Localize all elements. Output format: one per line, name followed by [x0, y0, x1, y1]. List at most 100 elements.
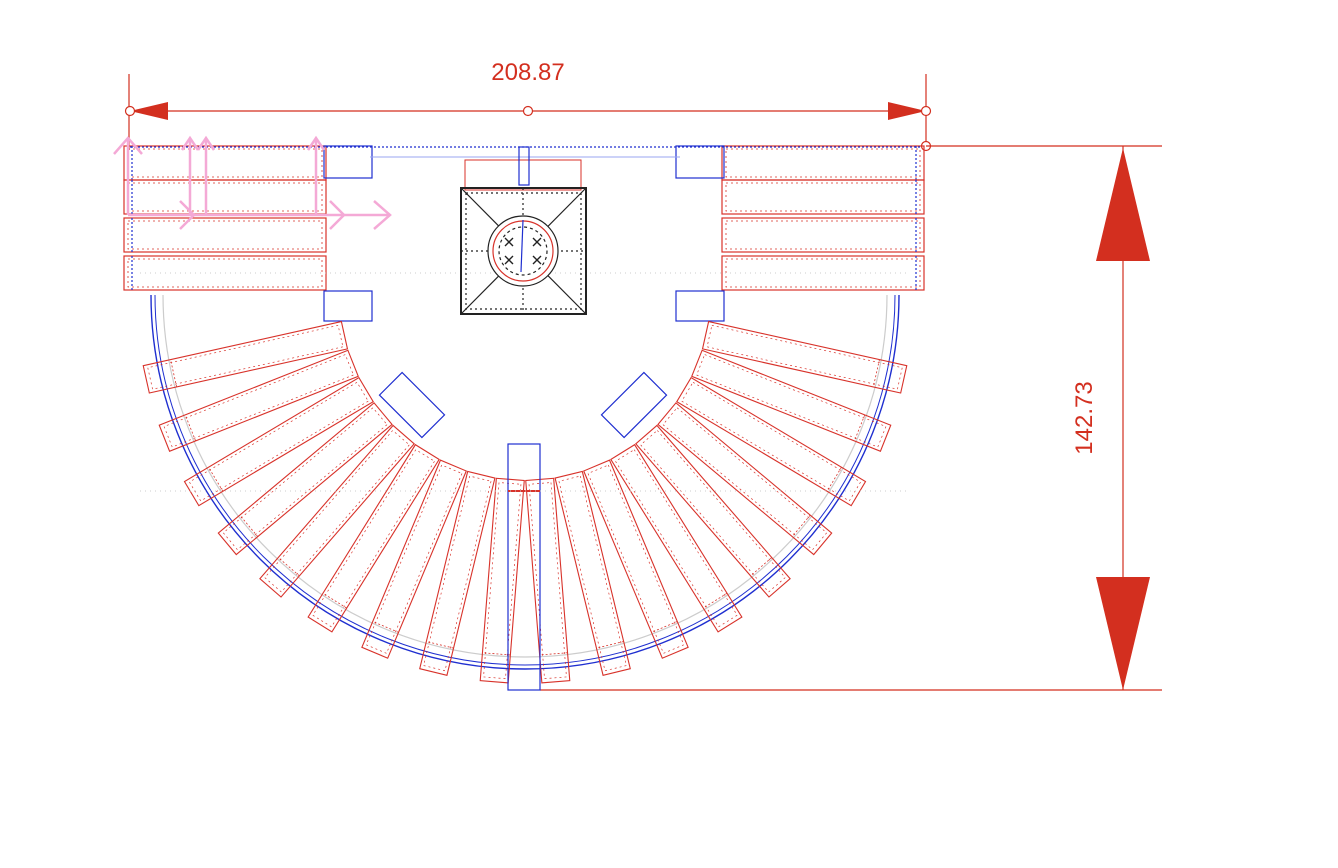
outer-arc-line-1	[154, 294, 896, 666]
winder-outline	[142, 320, 349, 394]
winder-tread	[554, 470, 631, 676]
winder-nosing	[662, 407, 828, 551]
width-arrow-left	[130, 102, 168, 120]
winder-outline	[610, 443, 743, 633]
winder-nosing	[558, 475, 627, 672]
right-straight-tread	[721, 217, 925, 253]
center-column	[460, 187, 587, 315]
landing-block	[675, 145, 725, 179]
winder-outline	[361, 459, 468, 659]
tread-outline	[721, 255, 925, 291]
winder-tread	[158, 349, 359, 452]
gizmo-x-mark-1	[179, 200, 196, 230]
tread-outline	[721, 179, 925, 215]
diagonal-post	[600, 371, 668, 439]
width-grip-left[interactable]	[124, 105, 136, 117]
tread-nosing	[127, 182, 323, 212]
height-arrow-bottom	[1096, 577, 1150, 690]
tread-outline	[123, 145, 327, 181]
tread-outline	[721, 217, 925, 253]
winder-outline	[676, 376, 867, 507]
winder-nosing	[147, 324, 344, 390]
winder-tread	[307, 443, 440, 633]
winder-joint	[208, 466, 224, 492]
winder-outline	[582, 459, 689, 659]
width-grip-right[interactable]	[920, 105, 932, 117]
diagonal-post-outline	[600, 371, 668, 439]
winder-outline	[479, 477, 525, 684]
winder-tread	[610, 443, 743, 633]
tread-nosing	[127, 258, 323, 288]
winder-tread	[701, 320, 908, 394]
winder-joint	[826, 466, 842, 492]
left-straight-tread	[123, 179, 327, 215]
winder-outline	[307, 443, 440, 633]
winder-tread	[183, 376, 374, 507]
winder-nosing	[312, 449, 435, 628]
winder-treads	[142, 320, 908, 684]
tread-outline	[123, 179, 327, 215]
winder-joint	[872, 359, 880, 388]
gizmo-x-arrow	[373, 200, 392, 230]
diagonal-post	[378, 371, 446, 439]
winder-nosing	[483, 482, 522, 680]
gizmo-tick-2-arrow	[196, 135, 216, 151]
winder-nosing	[365, 464, 463, 654]
width-dimension-label: 208.87	[491, 59, 564, 86]
winder-nosing	[696, 354, 887, 448]
winder-outline	[217, 402, 393, 556]
right-straight-tread	[721, 255, 925, 291]
tread-outline	[123, 217, 327, 253]
winder-tread	[582, 459, 689, 659]
gizmo-x-mark-2	[329, 200, 346, 230]
winder-joint	[372, 621, 399, 633]
left-straight-tread	[123, 145, 327, 181]
diagonal-post-outline	[378, 371, 446, 439]
winder-joint	[596, 641, 624, 649]
winder-nosing	[423, 475, 492, 672]
left-straight-tread	[123, 217, 327, 253]
top-center-post	[518, 146, 530, 186]
right-straight-tread	[721, 145, 925, 181]
gizmo-tick-3-arrow	[306, 135, 326, 151]
landing-block	[323, 290, 373, 322]
outer-stringer-arc	[150, 294, 900, 670]
winder-nosing	[640, 429, 786, 593]
winder-joint	[184, 414, 196, 442]
column-pipe	[487, 215, 559, 287]
winder-nosing	[681, 381, 862, 502]
column-bolt-marks	[504, 237, 542, 265]
height-arrow-top	[1096, 148, 1150, 261]
winder-nosing	[587, 464, 685, 654]
column-pipe-core	[498, 226, 548, 276]
winder-tread	[657, 402, 833, 556]
winder-outline	[259, 424, 415, 598]
tread-nosing	[127, 148, 323, 178]
winder-joint	[170, 359, 178, 388]
winder-nosing	[222, 407, 388, 551]
winder-outline	[183, 376, 374, 507]
outer-arc-line-2	[162, 294, 888, 658]
gizmo-tick-1-arrow	[180, 135, 200, 151]
winder-outline	[701, 320, 908, 394]
winder-outline	[691, 349, 892, 452]
width-dimension	[124, 74, 932, 152]
winder-joint	[651, 621, 678, 633]
winder-tread	[635, 424, 791, 598]
landing-block	[323, 145, 373, 179]
tread-outline	[721, 145, 925, 181]
tread-nosing	[725, 182, 921, 212]
winder-tread	[142, 320, 349, 394]
gizmo-y-arrow	[113, 136, 143, 155]
blue-posts	[378, 371, 668, 691]
winder-outline	[419, 470, 496, 676]
winder-joint	[750, 557, 773, 577]
winder-outline	[635, 424, 791, 598]
winder-joint	[322, 592, 347, 609]
winder-nosing	[706, 324, 903, 390]
right-straight-tread	[721, 179, 925, 215]
width-grip-mid[interactable]	[522, 105, 534, 117]
winder-joint	[539, 652, 568, 656]
outer-arc-line-0	[150, 294, 900, 670]
